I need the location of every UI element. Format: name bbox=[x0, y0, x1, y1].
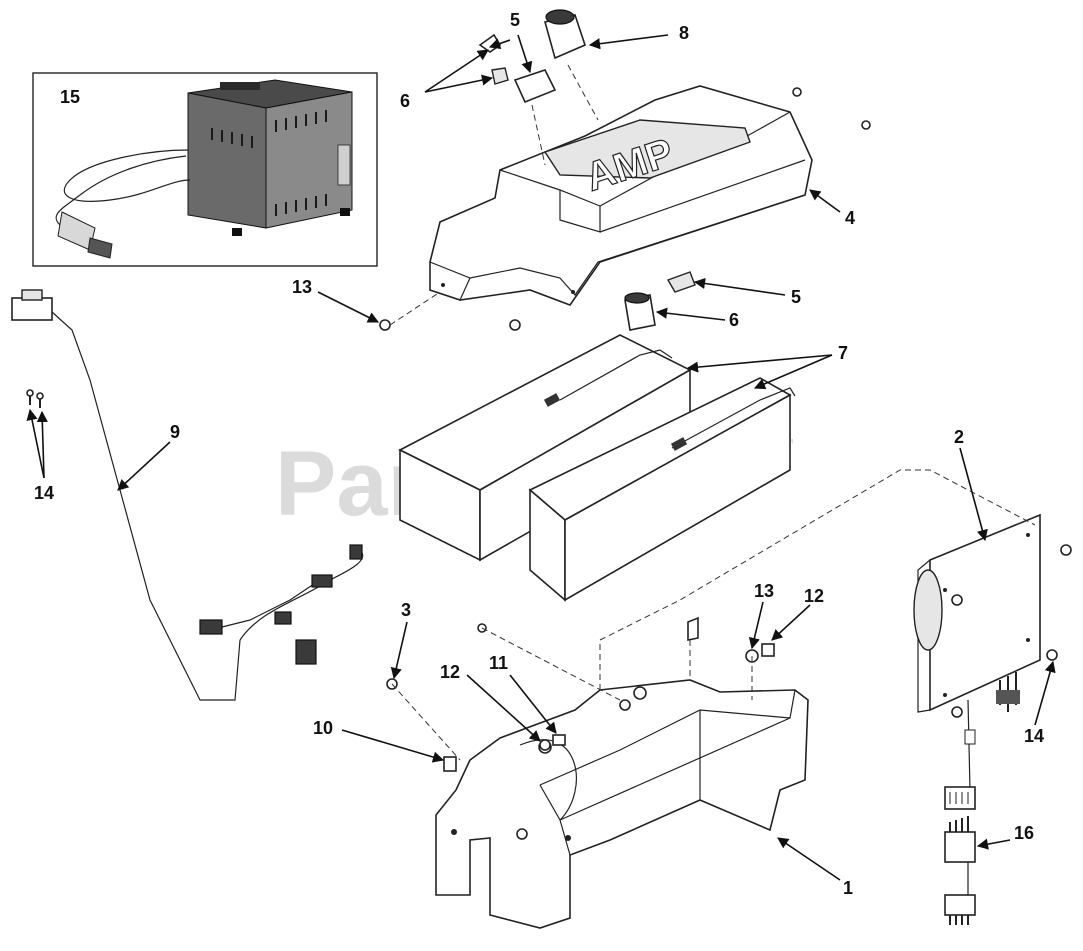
callout-15: 15 bbox=[60, 87, 80, 107]
battery-right bbox=[528, 377, 796, 602]
callout-8: 9 bbox=[170, 422, 180, 442]
callout-5-mid: 5 bbox=[791, 287, 801, 307]
hardware bbox=[26, 9, 1072, 772]
callout-9: 8 bbox=[679, 23, 689, 43]
callout-13-left: 13 bbox=[292, 277, 312, 297]
battery-tray bbox=[435, 679, 809, 929]
callout-16: 16 bbox=[1014, 823, 1034, 843]
callout-12-left: 12 bbox=[440, 662, 460, 682]
callout-10: 10 bbox=[313, 718, 333, 738]
callout-3: 3 bbox=[401, 600, 411, 620]
battery-cover: AMP bbox=[429, 85, 813, 306]
callout-7: 7 bbox=[838, 343, 848, 363]
charger-inset bbox=[32, 72, 378, 267]
callout-11-left: 11 bbox=[489, 653, 508, 673]
callout-1: 1 bbox=[843, 878, 853, 898]
charge-cable bbox=[11, 289, 364, 701]
callout-12-right: 13 bbox=[754, 581, 774, 601]
callout-5-top: 5 bbox=[510, 10, 520, 30]
callout-11-right: 12 bbox=[804, 586, 824, 606]
controller-plate bbox=[913, 513, 1041, 713]
callout-14: 14 bbox=[34, 483, 54, 503]
assembly-lines bbox=[389, 64, 1036, 761]
callout-13-right: 14 bbox=[1024, 726, 1044, 746]
callout-2: 2 bbox=[954, 427, 964, 447]
leader-lines bbox=[26, 34, 1056, 881]
battery-charger bbox=[187, 79, 353, 236]
callout-6-top: 6 bbox=[400, 91, 410, 111]
callout-6-mid: 6 bbox=[729, 310, 739, 330]
callout-4: 4 bbox=[845, 208, 855, 228]
harness-connectors bbox=[944, 699, 976, 925]
